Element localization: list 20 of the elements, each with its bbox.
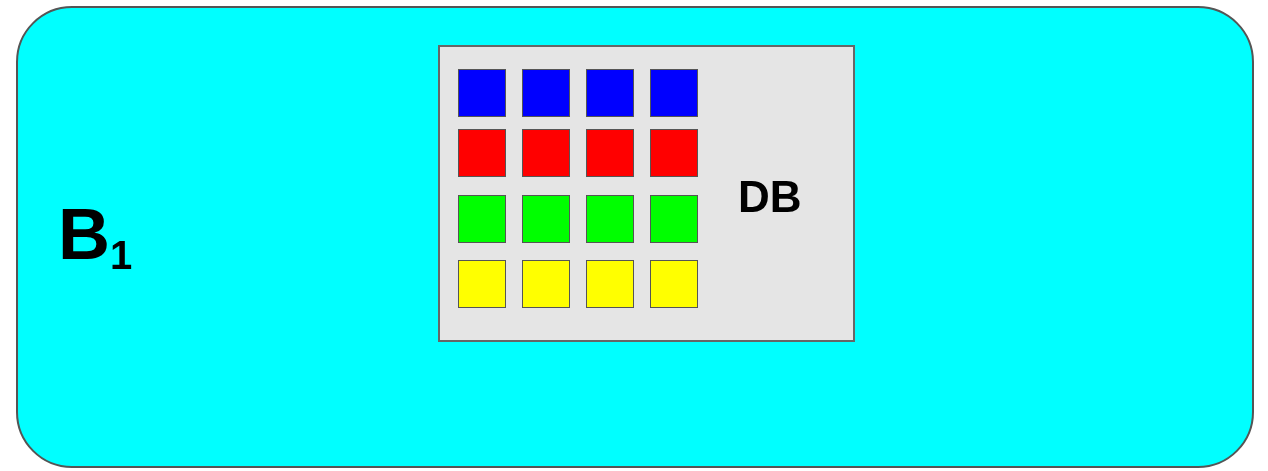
data-block: [522, 69, 570, 117]
database-box: [438, 45, 855, 342]
database-label: DB: [738, 175, 802, 219]
data-block: [650, 129, 698, 177]
data-block: [650, 69, 698, 117]
data-block: [586, 129, 634, 177]
data-block: [586, 195, 634, 243]
data-block: [650, 260, 698, 308]
data-block: [522, 195, 570, 243]
data-block: [522, 260, 570, 308]
data-block: [586, 260, 634, 308]
data-block: [522, 129, 570, 177]
data-block: [458, 69, 506, 117]
data-block: [586, 69, 634, 117]
data-block: [650, 195, 698, 243]
data-block: [458, 129, 506, 177]
rounded-container: [16, 6, 1254, 468]
data-block: [458, 260, 506, 308]
container-label: B$_{1}$: [58, 198, 133, 270]
data-block: [458, 195, 506, 243]
